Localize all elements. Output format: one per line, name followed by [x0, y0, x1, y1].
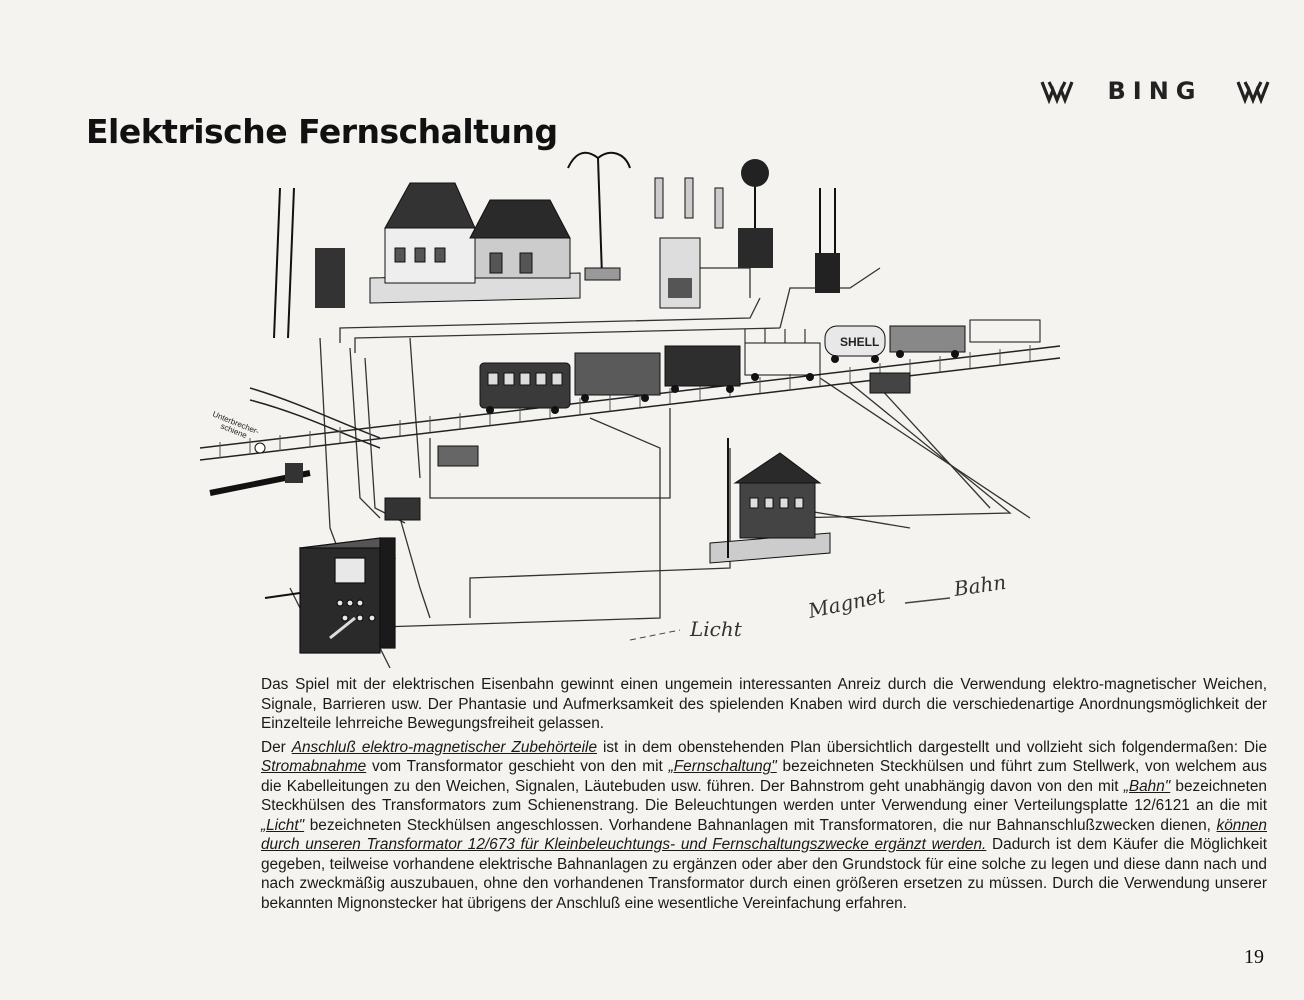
underlined-text: Stromabnahme [261, 758, 367, 775]
underlined-text: „Fernschaltung" [668, 758, 777, 775]
wiring-diagram-illustration: SHELL [199, 151, 1061, 668]
paragraph-intro: Das Spiel mit der elektrischen Eisenbahn… [261, 676, 1267, 732]
page-number: 19 [1244, 946, 1264, 968]
text-run: Der [261, 738, 292, 756]
text-run: vom Transformator geschieht von den mit [366, 758, 669, 775]
bing-logo-icon [1236, 81, 1270, 104]
paragraph-connection: Der Anschluß elektro-magnetischer Zubehö… [261, 738, 1267, 914]
text-run: bezeichneten Steckhülsen des Transformat… [261, 777, 1267, 815]
body-text: Das Spiel mit der elektrischen Eisenbahn… [261, 675, 1267, 917]
underlined-text: „Licht" [261, 816, 305, 834]
bahn-label: Bahn [951, 570, 1007, 601]
text-run: Dadurch ist dem Käufer die Möglichkeit g… [261, 836, 1267, 912]
licht-label: Licht [689, 617, 743, 641]
underlined-text: „Bahn" [1123, 777, 1171, 795]
text-run: ist in dem obenstehenden Plan übersichtl… [597, 738, 1268, 756]
bing-logo-icon [1040, 81, 1074, 104]
magnet-label: Magnet [805, 583, 888, 623]
page-title: Elektrische Fernschaltung [86, 112, 558, 151]
text-run: bezeichneten Steckhülsen und führt zum S… [261, 758, 1267, 795]
brand-name: BING [1107, 77, 1203, 105]
text-run: bezeichneten Steckhülsen angeschlossen. … [304, 816, 1217, 834]
shell-tank-label: SHELL [840, 335, 879, 349]
brand-header: BING [1040, 74, 1270, 108]
underlined-text: können durch unseren Transformator 12/67… [261, 816, 1267, 854]
underlined-text: Anschluß elektro-magnetischer Zubehörtei… [291, 738, 598, 756]
